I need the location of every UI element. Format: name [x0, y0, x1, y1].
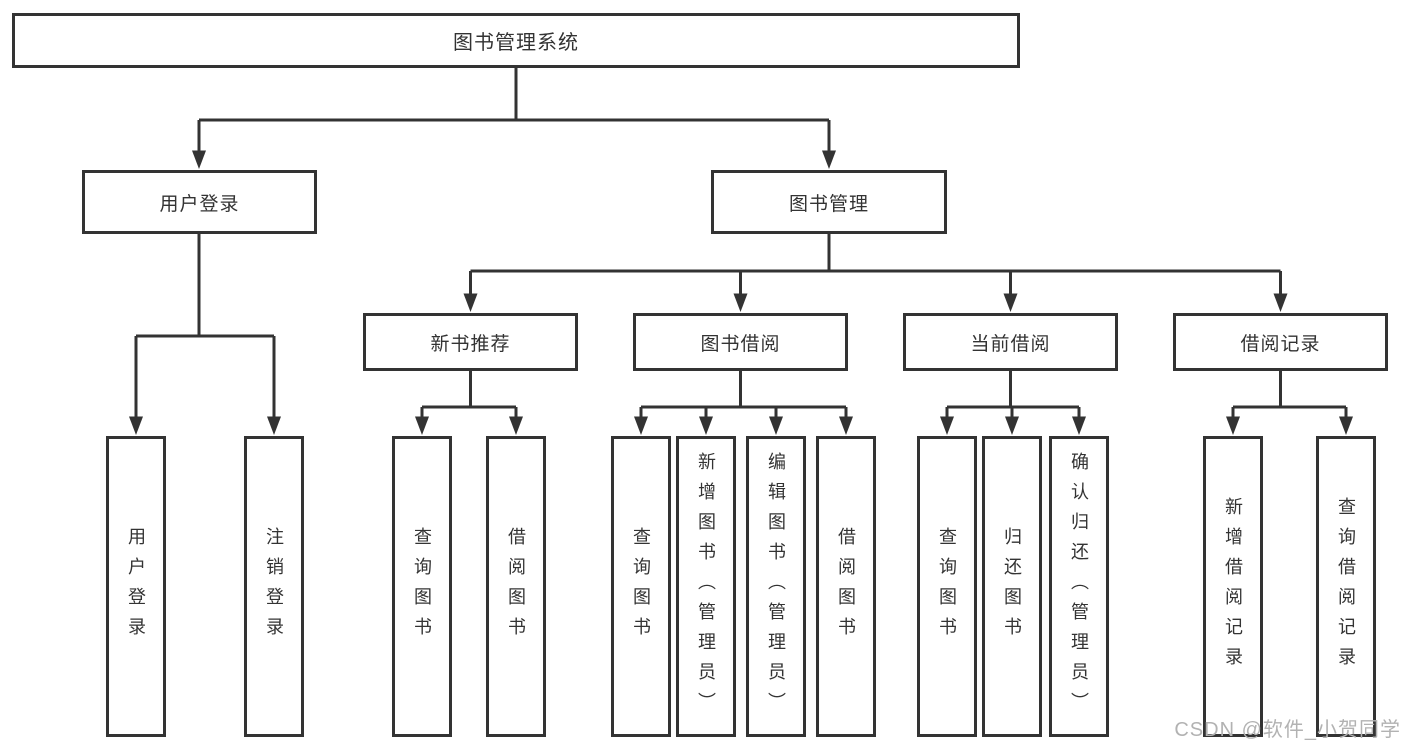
node-borrow-records: 借阅记录	[1173, 313, 1388, 371]
node-library-management-system: 图书管理系统	[12, 13, 1020, 68]
watermark: CSDN @软件_小贺同学	[1174, 719, 1401, 741]
leaf-logout-login: 注销登录	[244, 436, 304, 737]
leaf-edit-book-admin: 编辑图书（管理员）	[746, 436, 806, 737]
leaf-borrow-book: 借阅图书	[816, 436, 876, 737]
leaf-query-books-borrow: 查询图书	[611, 436, 671, 737]
leaf-borrow-book-recommend: 借阅图书	[486, 436, 546, 737]
leaf-return-book: 归还图书	[982, 436, 1042, 737]
leaf-query-books-recommend: 查询图书	[392, 436, 452, 737]
node-current-borrow: 当前借阅	[903, 313, 1118, 371]
leaf-confirm-return-admin: 确认归还（管理员）	[1049, 436, 1109, 737]
leaf-query-books-current: 查询图书	[917, 436, 977, 737]
node-new-book-recommend: 新书推荐	[363, 313, 578, 371]
leaf-add-book-admin: 新增图书（管理员）	[676, 436, 736, 737]
leaf-user-login: 用户登录	[106, 436, 166, 737]
leaf-query-borrow-record: 查询借阅记录	[1316, 436, 1376, 737]
leaf-add-borrow-record: 新增借阅记录	[1203, 436, 1263, 737]
node-book-management: 图书管理	[711, 170, 947, 234]
node-user-login: 用户登录	[82, 170, 317, 234]
node-book-borrow: 图书借阅	[633, 313, 848, 371]
